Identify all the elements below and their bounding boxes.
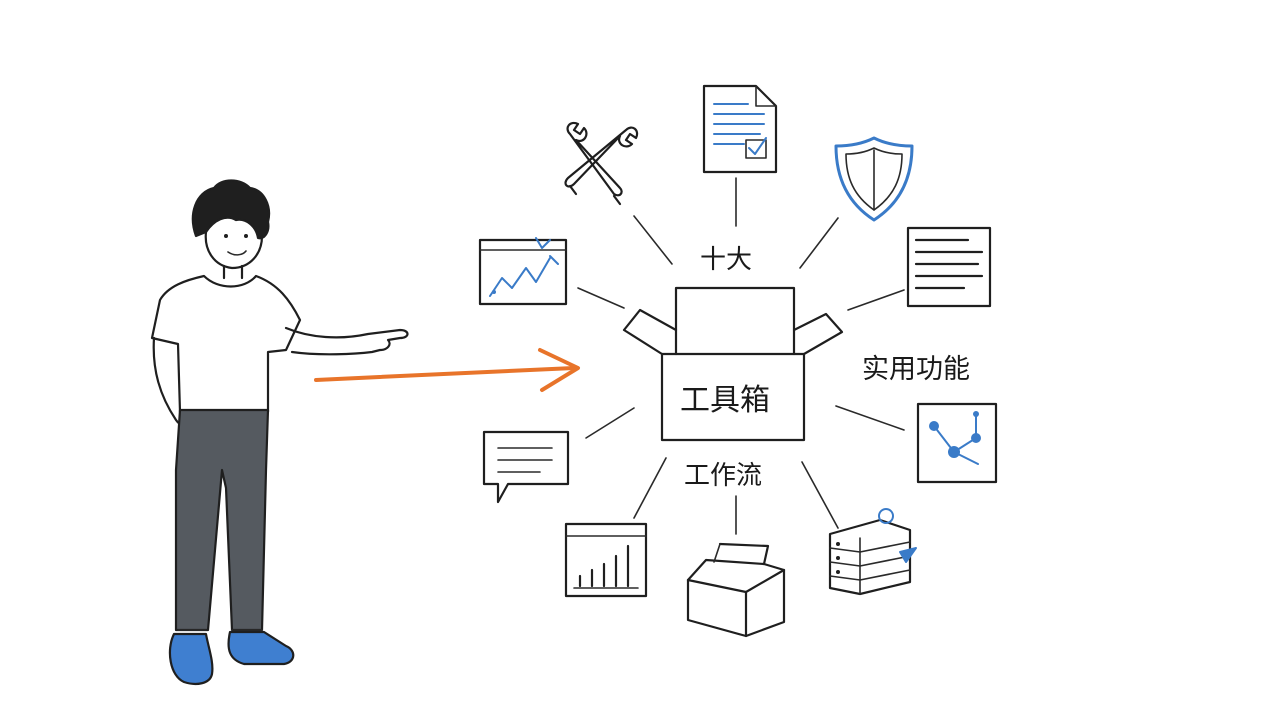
label-right: 实用功能: [862, 354, 970, 385]
person-left-shoe: [168, 632, 214, 685]
bar-chart-window-icon: [564, 522, 648, 598]
speech-bubble-icon: [482, 430, 570, 504]
orange-arrow: [314, 348, 580, 392]
person-neck: [222, 264, 244, 280]
person-eye-right: [244, 234, 248, 238]
person-pointing-arm: [284, 326, 409, 356]
server-stack-icon: [828, 508, 917, 596]
person-shirt: [150, 274, 302, 414]
person-face: [204, 230, 264, 270]
person-right-shoe: [227, 630, 295, 666]
chart-window-icon: [478, 237, 568, 306]
person-hair: [191, 179, 271, 240]
label-bottom: 工作流: [684, 461, 762, 491]
label-top: 十大: [700, 245, 752, 275]
tools-icon: [564, 121, 639, 206]
person-pants: [174, 408, 270, 632]
person-smile: [227, 250, 247, 256]
person-figure: [150, 179, 409, 685]
document-checklist-icon: [702, 84, 778, 174]
text-panel-icon: [906, 226, 992, 308]
shield-icon: [834, 136, 914, 222]
person-eye-left: [224, 234, 228, 238]
label-center: 工具箱: [680, 383, 770, 418]
network-graph-icon: [916, 402, 998, 484]
radial-connectors: [577, 177, 905, 535]
central-toolbox: [622, 286, 844, 442]
open-box-icon: [686, 542, 786, 638]
